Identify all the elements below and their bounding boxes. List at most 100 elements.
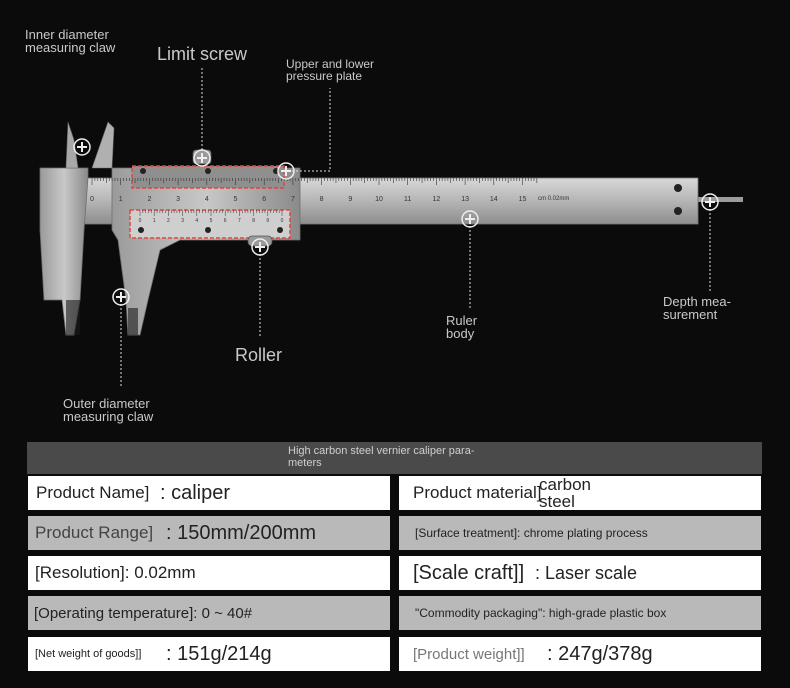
marker-roller [251, 238, 269, 256]
inner-claw-fixed [65, 121, 79, 169]
vernier-scale-label: 0 [281, 218, 284, 224]
scale-craft-value: : Laser scale [535, 562, 638, 583]
row-scale-craft: [Scale craft]] : Laser scale [399, 556, 761, 590]
row-product-name: Product Name] : caliper [28, 476, 390, 510]
vernier-scale-label: 4 [195, 218, 198, 224]
label-inner-claw: Inner diameter measuring claw [25, 28, 115, 54]
table-header-line2: meters [288, 456, 322, 469]
main-scale-label: 7 [291, 196, 295, 203]
main-scale-label: 3 [176, 196, 180, 203]
main-scale-label: 10 [375, 196, 383, 203]
fixed-jaw [39, 167, 89, 336]
label-ruler-body-line1: Ruler [446, 313, 478, 328]
product-material-value-line2: steel [539, 492, 575, 510]
product-name-key: Product Name] [36, 483, 150, 502]
main-scale-label: 2 [147, 196, 151, 203]
commodity-packaging-text: "Commodity packaging": high-grade plasti… [415, 606, 667, 620]
resolution-text: [Resolution]: 0.02mm [35, 563, 196, 582]
label-limit-screw: Limit screw [157, 44, 248, 64]
product-weight-key: [Product weight]] [413, 645, 525, 663]
main-scale-label: 5 [234, 196, 238, 203]
label-inner-claw-line1: Inner diameter [25, 27, 109, 42]
marker-outer-claw [112, 288, 130, 306]
vernier-screw-3 [277, 227, 283, 233]
main-scale-label: 0 [90, 196, 94, 203]
marker-ruler-body [461, 210, 479, 228]
label-ruler-body: Ruler body [446, 314, 477, 340]
sliding-jaw [111, 167, 301, 336]
label-ruler-body-line2: body [446, 326, 475, 341]
product-range-key: Product Range] [35, 523, 154, 542]
row-commodity-packaging: "Commodity packaging": high-grade plasti… [399, 596, 761, 630]
product-material-value: carbon steel [539, 476, 591, 510]
marker-limit-screw [193, 149, 211, 167]
label-pressure-plate-line2: pressure plate [286, 69, 363, 83]
vernier-scale-label: 5 [210, 218, 213, 224]
vernier-scale-ticks [139, 210, 283, 216]
vernier-scale-label: 6 [224, 218, 227, 224]
sliding-jaw-shadow [128, 308, 138, 335]
upper-plate-screw-1 [140, 168, 146, 174]
main-scale-label: 9 [348, 196, 352, 203]
vernier-scale-label: 0 [139, 218, 142, 224]
main-scale-label: 1 [119, 196, 123, 203]
row-product-material: Product material] carbon steel [399, 476, 761, 510]
product-material-value-line1: carbon [539, 476, 591, 494]
label-pressure-plate: Upper and lower pressure plate [286, 58, 374, 82]
label-depth-line1: Depth mea- [663, 294, 731, 309]
vernier-plate [129, 209, 291, 239]
label-outer-claw: Outer diameter measuring claw [63, 397, 153, 423]
product-name-value: : caliper [160, 481, 231, 504]
product-material-key: Product material] [413, 483, 542, 502]
beam-rivet-top [674, 184, 682, 192]
label-depth-line2: surement [663, 307, 718, 322]
main-scale-label: 8 [320, 196, 324, 203]
main-scale-label: 4 [205, 196, 209, 203]
inner-claw-shadow [66, 300, 80, 335]
vernier-scale-label: 7 [238, 218, 241, 224]
leader-pressure-plate [288, 88, 331, 172]
vernier-scale-label: 3 [181, 218, 184, 224]
surface-treatment-text: [Surface treatment]: chrome plating proc… [415, 526, 648, 540]
table-header-title: High carbon steel vernier caliper para- … [288, 445, 508, 469]
vernier-scale-label: 8 [252, 218, 255, 224]
row-product-weight: [Product weight]] : 247g/378g [399, 637, 761, 671]
beam-rivet-bottom [674, 207, 682, 215]
vernier-scale-label: 9 [266, 218, 269, 224]
marker-depth [701, 193, 719, 211]
main-scale-label: 15 [519, 196, 527, 203]
main-scale-label: 14 [490, 196, 498, 203]
marker-pressure-plate [277, 162, 295, 180]
label-outer-claw-line1: Outer diameter [63, 396, 150, 411]
table-header: High carbon steel vernier caliper para- … [27, 442, 762, 474]
upper-pressure-plate [131, 165, 285, 189]
scale-craft-key: [Scale craft]] [413, 561, 525, 584]
row-net-weight: [Net weight of goods]] : 151g/214g [28, 637, 390, 671]
vernier-scale-numbers: 0 1 2 3 4 5 6 7 8 9 0 [139, 218, 284, 224]
label-roller: Roller [235, 345, 283, 365]
inner-claw-moving [91, 121, 115, 169]
marker-inner-claw [73, 138, 91, 156]
main-scale-label: 12 [433, 196, 441, 203]
row-product-range: Product Range] : 150mm/200mm [28, 516, 390, 550]
product-range-value: : 150mm/200mm [166, 521, 317, 544]
label-inner-claw-line2: measuring claw [25, 40, 116, 55]
net-weight-key: [Net weight of goods]] [35, 648, 142, 660]
main-scale-label: 11 [404, 196, 411, 203]
vernier-screw-1 [138, 227, 144, 233]
operating-temperature-text: [Operating temperature]: 0 ~ 40# [34, 604, 253, 622]
label-pressure-plate-line1: Upper and lower [286, 57, 375, 71]
table-header-line1: High carbon steel vernier caliper para- [288, 445, 475, 457]
label-depth: Depth mea- surement [663, 295, 731, 321]
main-scale-ticks [91, 178, 538, 185]
vernier-screw-2 [205, 227, 211, 233]
row-resolution: [Resolution]: 0.02mm [28, 556, 390, 590]
vernier-scale-label: 2 [167, 218, 170, 224]
label-outer-claw-line2: measuring claw [63, 409, 154, 424]
vernier-scale-label: 1 [153, 218, 156, 224]
row-operating-temperature: [Operating temperature]: 0 ~ 40# [28, 596, 390, 630]
net-weight-value: : 151g/214g [166, 642, 272, 665]
